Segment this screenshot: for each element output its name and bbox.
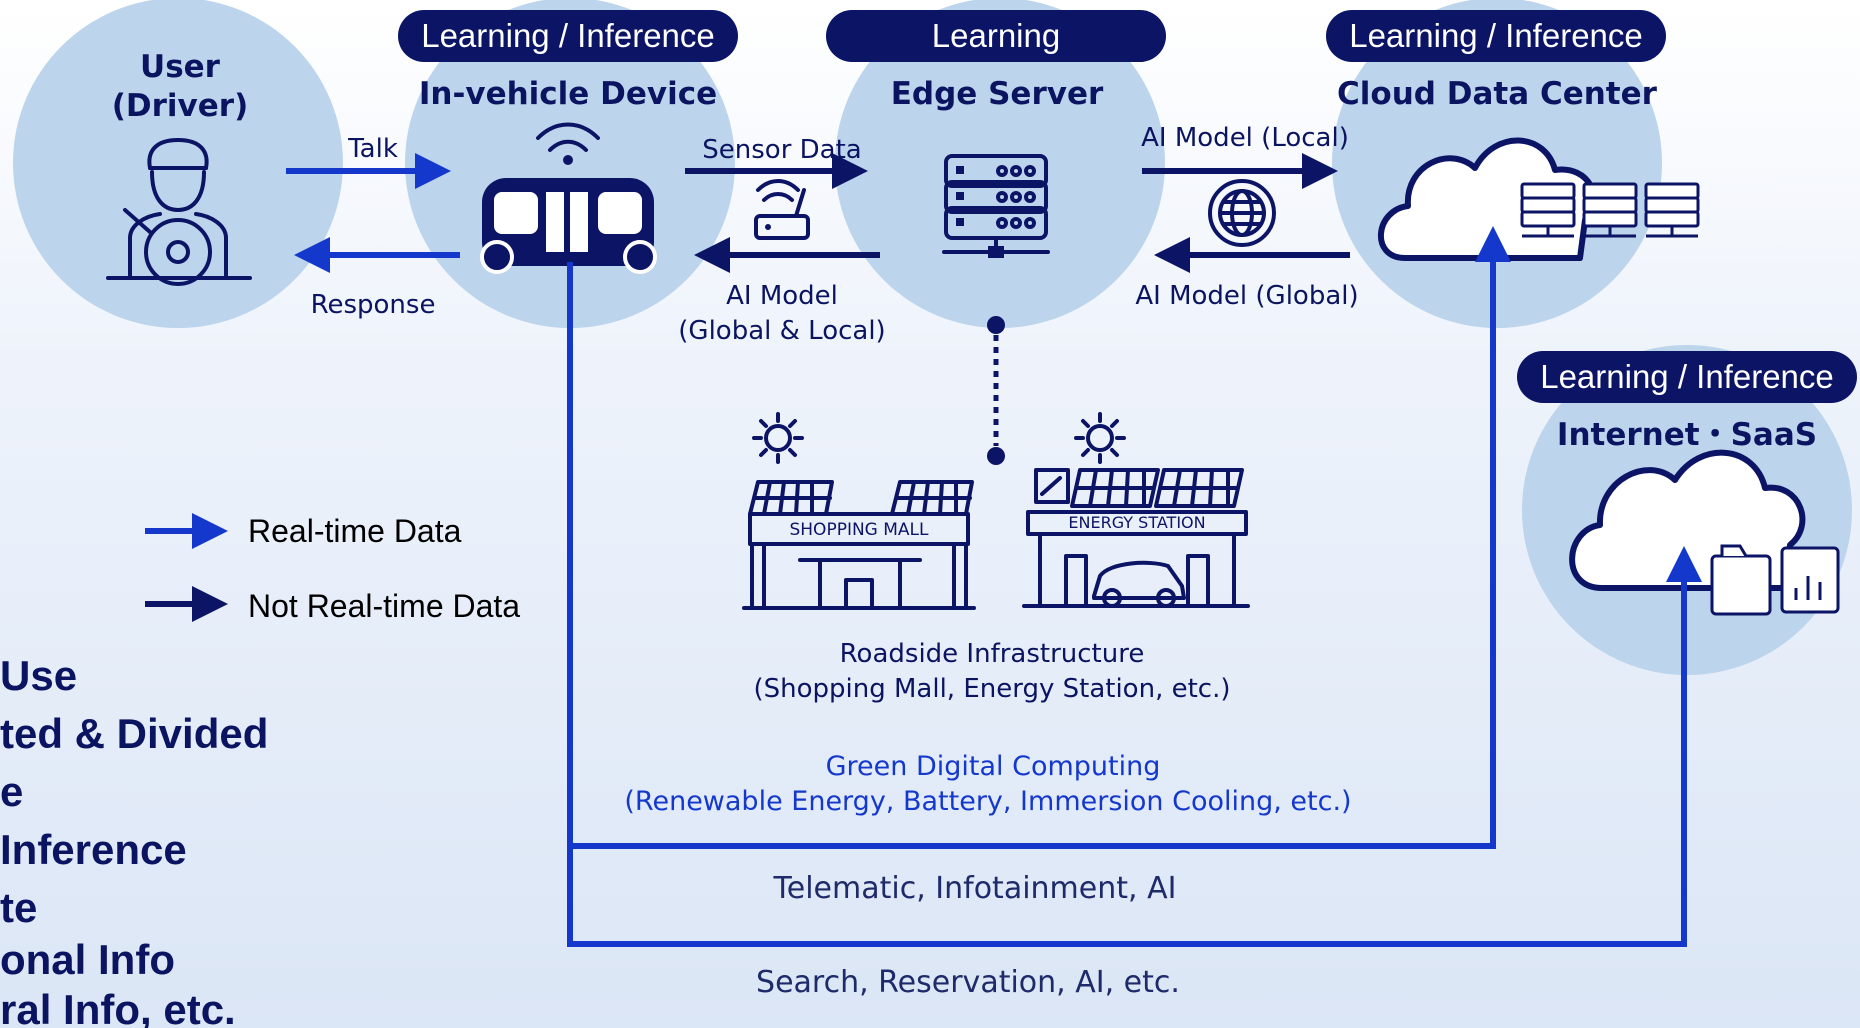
router-icon (754, 179, 810, 240)
infra-caption-line1: Roadside Infrastructure (840, 639, 1145, 669)
nodes-edge-badge-text: Learning (932, 17, 1060, 54)
user-circle (13, 0, 343, 328)
infra-caption-line2: (Shopping Mall, Energy Station, etc.) (753, 674, 1230, 704)
shopping-mall-icon: SHOPPING MALL (742, 412, 976, 610)
server-icon (942, 154, 1050, 258)
vehicle-icon (480, 178, 657, 274)
globe-icon (1208, 179, 1276, 247)
nodes-vehicle-badge-text: Learning / Inference (421, 17, 715, 54)
left-item-2: ted & Divided (0, 710, 268, 757)
vehicle-cloud-line (567, 226, 1511, 849)
cloud-badge: Learning / Inference (1326, 10, 1666, 62)
legend-not-realtime-label: Not Real-time Data (248, 588, 520, 624)
ai-model-local-label: AI Model (Local) (1141, 123, 1349, 153)
driver-icon (106, 138, 252, 286)
user-title-line2: (Driver) (112, 88, 249, 124)
cloud-title: Cloud Data Center (1337, 76, 1658, 112)
edge-title: Edge Server (891, 76, 1104, 112)
wifi-icon (536, 122, 600, 165)
saas-badge: Learning / Inference (1517, 351, 1857, 403)
left-item-5: te (0, 884, 37, 931)
nodes-cloud-badge-text: Learning / Inference (1349, 17, 1643, 54)
edge-infra-connector (987, 316, 1005, 465)
ai-model-gl-label-1: AI Model (726, 281, 838, 311)
talk-label: Talk (347, 134, 398, 164)
left-item-7: ral Info, etc. (0, 986, 236, 1028)
response-label: Response (311, 290, 436, 320)
search-label: Search, Reservation, AI, etc. (756, 965, 1180, 1000)
ai-model-global-label: AI Model (Global) (1135, 281, 1358, 311)
left-text-panel: Use ted & Divided e Inference te onal In… (0, 652, 268, 1028)
legend: Real-time Data Not Real-time Data (145, 513, 520, 624)
vehicle-saas-line (567, 546, 1702, 947)
left-item-1: Use (0, 652, 77, 699)
infrastructure-mall-sign-text: SHOPPING MALL (789, 520, 929, 540)
edge-badge: Learning (826, 10, 1166, 62)
left-item-3: e (0, 768, 23, 815)
saas-cloud-icon (1569, 449, 1840, 616)
green-computing-line1: Green Digital Computing (826, 751, 1161, 782)
edge-circle (835, 0, 1165, 328)
left-item-6: onal Info (0, 936, 175, 983)
vehicle-title: In-vehicle Device (419, 76, 717, 112)
vehicle-badge: Learning / Inference (398, 10, 738, 62)
user-title-line1: User (140, 49, 221, 85)
legend-realtime-label: Real-time Data (248, 513, 462, 549)
cloud-server-icon (1377, 137, 1700, 261)
ai-model-gl-label-2: (Global & Local) (678, 316, 885, 346)
left-item-4: Inference (0, 826, 187, 873)
telematic-label: Telematic, Infotainment, AI (773, 871, 1177, 906)
infrastructure-station-sign-text: ENERGY STATION (1068, 513, 1205, 532)
energy-station-icon: ENERGY STATION (1022, 412, 1250, 608)
sensor-data-label: Sensor Data (702, 135, 861, 165)
nodes-saas-badge-text: Learning / Inference (1540, 358, 1834, 395)
saas-title: Internet・SaaS (1557, 417, 1817, 453)
green-computing-line2: (Renewable Energy, Battery, Immersion Co… (624, 786, 1351, 817)
